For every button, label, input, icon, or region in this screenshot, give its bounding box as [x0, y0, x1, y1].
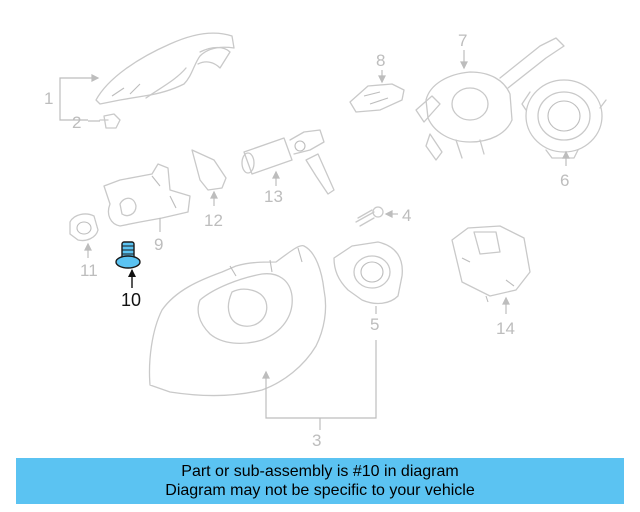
part-3-lower-column-cover [148, 244, 327, 397]
part-2-callout: 2 [72, 113, 100, 132]
part-10-callout: 10 [121, 269, 141, 310]
part-12-callout: 12 [204, 190, 223, 230]
part-14-module [451, 225, 531, 303]
part-1-number: 1 [44, 89, 53, 108]
part-7-combination-switch [415, 37, 565, 161]
part-10-bolt [115, 241, 141, 269]
banner-line-1: Part or sub-assembly is #10 in diagram [181, 463, 459, 480]
part-4-callout: 4 [384, 206, 411, 225]
part-2-clip [99, 113, 121, 129]
part-1-upper-column-cover [95, 32, 235, 105]
part-5-number: 5 [370, 315, 379, 334]
part-9-lock-housing [103, 163, 191, 227]
part-12-shield [191, 149, 227, 191]
part-10-number: 10 [121, 290, 141, 310]
part-6-number: 6 [560, 171, 569, 190]
parts-diagram: 1 2 3 4 5 [44, 31, 607, 450]
part-11-number: 11 [80, 261, 98, 280]
part-8-bracket [349, 83, 405, 113]
part-9-number: 9 [154, 235, 163, 254]
part-8-callout: 8 [376, 51, 386, 84]
part-4-screw [355, 206, 384, 227]
part-11-housing [69, 213, 99, 242]
part-9-callout: 9 [154, 218, 163, 254]
banner-line-2: Diagram may not be specific to your vehi… [165, 482, 475, 499]
part-5-callout: 5 [370, 306, 379, 334]
part-3-number: 3 [312, 431, 321, 450]
part-14-number: 14 [496, 319, 515, 338]
part-13-number: 13 [264, 187, 283, 206]
part-2-number: 2 [72, 113, 81, 132]
part-7-callout: 7 [458, 31, 468, 70]
part-12-number: 12 [204, 211, 223, 230]
part-13-lock-cylinder [241, 129, 335, 195]
part-5-ring-trim [333, 241, 403, 305]
part-8-number: 8 [376, 51, 385, 70]
part-14-callout: 14 [496, 296, 515, 338]
part-11-callout: 11 [80, 242, 98, 280]
part-1-callout: 1 [44, 74, 100, 121]
info-banner: Part or sub-assembly is #10 in diagram D… [16, 458, 624, 504]
part-3-callout: 3 [262, 340, 377, 450]
part-7-number: 7 [458, 31, 467, 50]
part-6-clock-spring [521, 79, 607, 159]
part-13-callout: 13 [264, 170, 283, 206]
part-4-number: 4 [402, 206, 411, 225]
part-6-callout: 6 [560, 150, 570, 190]
